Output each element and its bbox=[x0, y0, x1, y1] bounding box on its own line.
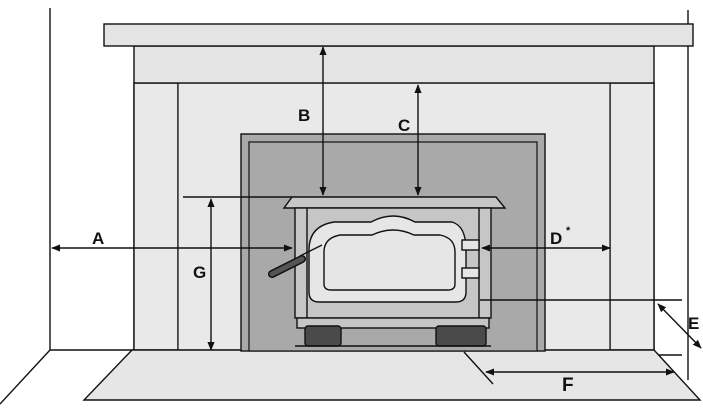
door-hinge-bottom bbox=[461, 267, 480, 279]
stove-door-glass bbox=[323, 229, 456, 291]
label-b: B bbox=[298, 106, 310, 125]
label-f: F bbox=[562, 375, 574, 396]
door-hinge-top bbox=[461, 239, 480, 251]
label-g: G bbox=[193, 263, 206, 282]
stove-foot-right bbox=[435, 325, 487, 347]
label-a: A bbox=[92, 229, 104, 248]
label-e: E bbox=[688, 314, 699, 333]
stove-base bbox=[296, 317, 490, 329]
stove-top bbox=[282, 196, 507, 209]
label-d: D bbox=[550, 229, 562, 248]
mantel-shelf bbox=[103, 23, 694, 47]
label-d-asterisk: * bbox=[566, 225, 571, 237]
hearth bbox=[82, 349, 702, 401]
mantel-base bbox=[133, 45, 655, 84]
label-c: C bbox=[398, 116, 410, 135]
left-pilaster bbox=[133, 82, 179, 351]
dimension-lines bbox=[51, 46, 702, 385]
stove-foot-left bbox=[304, 325, 342, 347]
stove-insert bbox=[282, 196, 507, 347]
door-handle bbox=[268, 244, 323, 278]
right-pilaster bbox=[609, 82, 655, 351]
